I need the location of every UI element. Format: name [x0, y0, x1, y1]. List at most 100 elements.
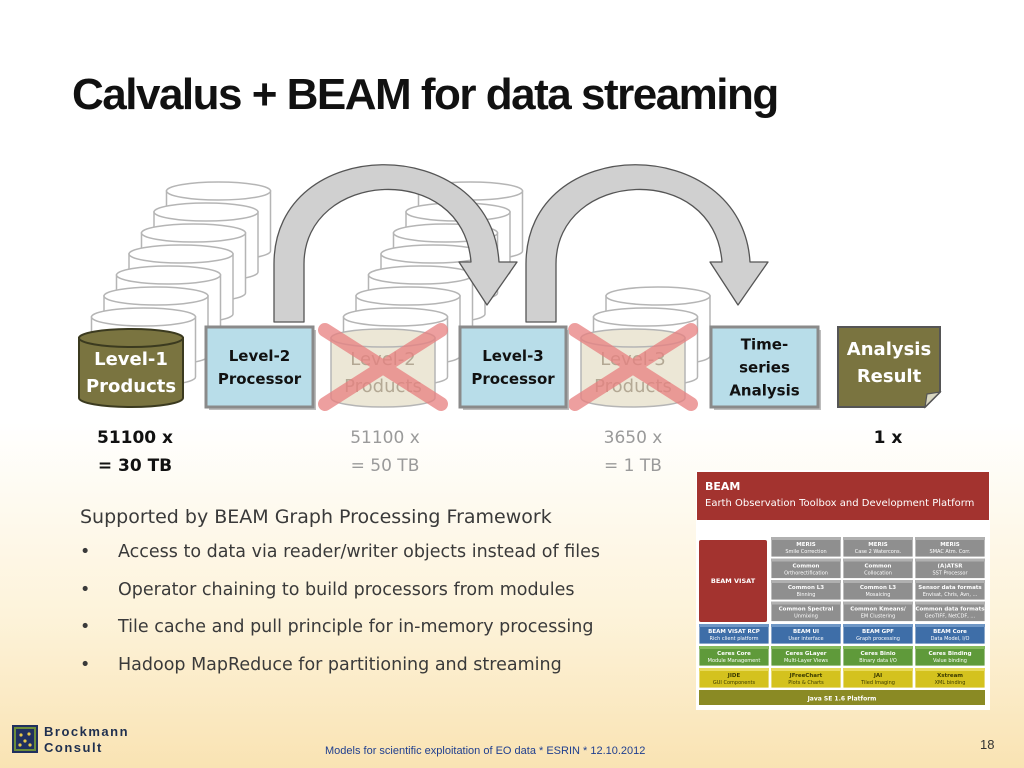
beam-layer-cell-bevel: [843, 624, 913, 627]
beam-layer-cell-subtitle: Graph processing: [856, 636, 900, 642]
beam-layer-cell-bevel: [699, 668, 769, 671]
beam-module-cell-subtitle: Unmixing: [794, 614, 818, 620]
beam-layer-cell-subtitle: User interface: [788, 636, 823, 642]
beam-layer-cell-bevel: [915, 668, 985, 671]
beam-layer-cell-bevel: [915, 624, 985, 627]
caption-level1: 51100 x = 30 TB: [96, 428, 174, 476]
beam-module-cell-title: Sensor data formats: [918, 585, 982, 591]
beam-layer-cell-title: JAI: [873, 673, 882, 679]
bullet-marker: •: [80, 542, 91, 562]
beam-module-cell-subtitle: Envisat, Chris, Avn, ...: [923, 592, 978, 598]
framework-heading: Supported by BEAM Graph Processing Frame…: [80, 506, 552, 528]
brockmann-logo-icon: [12, 725, 38, 753]
level3-processor-box: [458, 325, 568, 409]
beam-module-cell-subtitle: Smile Correction: [785, 549, 826, 555]
beam-module-cell-bevel: [915, 537, 985, 540]
beam-layer-cell-subtitle: Rich client platform: [710, 636, 759, 642]
beam-layer-cell-title: BEAM GPF: [862, 629, 894, 635]
beam-module-cell-title: Common data formats: [915, 607, 985, 613]
beam-layer-cell-subtitle: XML binding: [935, 680, 966, 686]
beam-header-title: BEAM: [705, 480, 740, 493]
arrow-level2-to-level3: [273, 164, 518, 323]
beam-layer-cell-title: Ceres GLayer: [786, 651, 827, 657]
caption-result: 1 x: [873, 428, 903, 448]
bullet-item: •Access to data via reader/writer object…: [80, 542, 601, 562]
beam-module-cell-bevel: [771, 601, 841, 605]
beam-module-cell-bevel: [915, 580, 985, 583]
beam-architecture-stack: BEAM Earth Observation Toolbox and Develo…: [696, 470, 990, 710]
beam-module-cell-bevel: [843, 601, 913, 605]
beam-module-cell-subtitle: Collocation: [864, 571, 892, 577]
beam-module-cell-title: MERIS: [868, 542, 888, 548]
beam-layer-cell-bevel: [699, 646, 769, 649]
beam-module-cell-title: Common Spectral: [779, 607, 834, 613]
beam-module-cell-title: Common L3: [860, 585, 896, 591]
beam-layer-cell-bevel: [843, 646, 913, 649]
beam-layer-cell-bevel: [699, 624, 769, 627]
beam-module-cell-title: Common L3: [788, 585, 824, 591]
beam-layer-cell-title: BEAM VISAT RCP: [708, 629, 760, 635]
beam-layer-cell-title: Xstream: [937, 673, 963, 679]
beam-module-cell-title: Common: [793, 564, 820, 570]
caption-level2: 51100 x = 50 TB: [350, 428, 420, 476]
beam-visat-label: BEAM VISAT: [711, 577, 756, 585]
beam-module-cell-bevel: [771, 537, 841, 540]
beam-module-cell-subtitle: SMAC Atm. Corr.: [930, 549, 971, 555]
bullet-item: •Tile cache and pull principle for in-me…: [80, 617, 594, 637]
bullet-item: •Operator chaining to build processors f…: [80, 579, 575, 600]
beam-layer-cell-subtitle: Binary data I/O: [859, 658, 897, 664]
timeseries-box: [709, 325, 820, 409]
beam-layer-cell-bevel: [915, 646, 985, 649]
arrow-level3-to-timeseries: [525, 164, 769, 323]
beam-module-cell-title: MERIS: [940, 542, 960, 548]
beam-module-cell-bevel: [771, 558, 841, 562]
pipeline-diagram: Level-1ProductsLevel-2ProductsLevel-3Pro…: [78, 164, 942, 411]
level1-cylinder: [78, 328, 184, 408]
beam-layer-cell-title: Ceres Binding: [928, 651, 971, 657]
level2-cross-icon: [318, 323, 448, 411]
bullet-marker: •: [80, 654, 91, 675]
beam-module-cell-subtitle: Mosaicing: [866, 592, 891, 598]
bullet-list: •Access to data via reader/writer object…: [78, 542, 600, 692]
beam-module-cell-bevel: [843, 537, 913, 540]
beam-layer-cell-subtitle: Tiled Imaging: [860, 680, 895, 686]
page-fold-icon: [924, 391, 942, 409]
beam-module-cell-title: MERIS: [796, 542, 816, 548]
beam-layer-cell-subtitle: Module Management: [708, 658, 761, 664]
beam-module-cell-bevel: [915, 601, 985, 605]
beam-layer-cell-title: Ceres Core: [717, 651, 751, 657]
bullet-marker: •: [80, 617, 91, 637]
beam-module-cell-subtitle: Orthorectification: [784, 571, 828, 577]
brockmann-logo-text: Brockmann Consult: [44, 724, 130, 755]
beam-module-cell-bevel: [843, 580, 913, 583]
beam-layer-cell-title: Ceres Binio: [860, 651, 895, 657]
beam-layer-cell-bevel: [771, 668, 841, 671]
beam-header: [697, 472, 989, 520]
level2-processor-box: [204, 325, 315, 409]
beam-layer-cell-subtitle: GUI Components: [713, 680, 756, 686]
beam-module-cell-bevel: [771, 580, 841, 583]
beam-module-cell-title: Common: [865, 564, 892, 570]
beam-layer-cell-subtitle: Multi-Layer Views: [784, 658, 828, 664]
beam-module-cell-subtitle: Case 2 Watercons.: [855, 549, 902, 555]
caption-level3: 3650 x = 1 TB: [603, 428, 663, 476]
beam-platform-bar: [699, 690, 985, 705]
bullet-marker: •: [80, 579, 91, 600]
beam-module-cell-subtitle: EM Clustering: [861, 614, 896, 620]
slide-title: Calvalus + BEAM for data streaming: [72, 70, 779, 119]
beam-header-subtitle: Earth Observation Toolbox and Developmen…: [705, 498, 974, 509]
beam-module-cell-title: (A)ATSR: [937, 564, 963, 570]
beam-module-cell-subtitle: GeoTIFF, NetCDF, ...: [925, 614, 976, 620]
footer-text: Models for scientific exploitation of EO…: [325, 745, 646, 757]
beam-layer-cell-title: JFreeChart: [789, 673, 823, 679]
beam-module-cell-title: Common Kmeans/: [850, 607, 907, 613]
beam-layer-cell-subtitle: Value binding: [933, 658, 967, 664]
beam-layer-cell-bevel: [771, 624, 841, 627]
beam-platform-label: Java SE 1.6 Platform: [807, 696, 877, 703]
beam-module-cell-subtitle: Binning: [797, 592, 816, 598]
beam-layer-cell-bevel: [771, 646, 841, 649]
